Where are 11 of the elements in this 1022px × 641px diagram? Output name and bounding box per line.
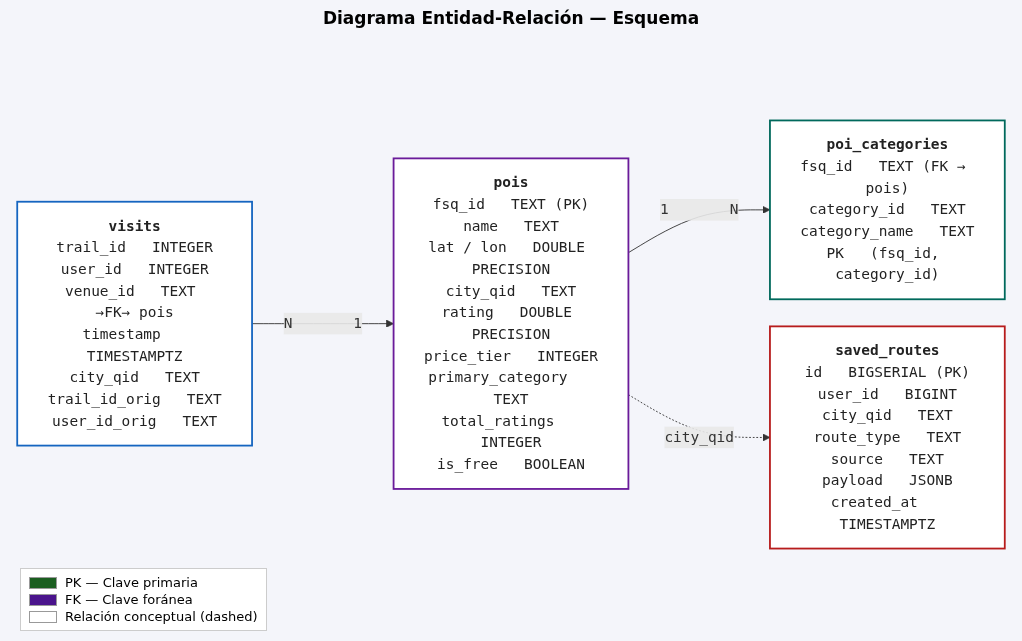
node-box: pois fsq_id TEXT (PK) name TEXT lat / lon DOUBLE PRECISION city_qid TEXT rating DOUBLE PRECISION price_tier INTEGER primary_category TEXT total_ratings INTEGER is_free BOOLEAN xyxy=(392,157,630,490)
node-box: saved_routes id BIGSERIAL (PK) user_id BIGINT city_qid TEXT route_type TEXT source TEXT payload JSONB created_at TIMESTAMPTZ xyxy=(769,325,1006,550)
node-box: poi_categories fsq_id TEXT (FK → pois) category_id TEXT category_name TEXT PK (fsq_id, category_id) xyxy=(769,119,1006,301)
label: N 1 xyxy=(283,314,362,332)
label: 1 N xyxy=(660,200,739,218)
node-box: visits trail_id INTEGER user_id INTEGER venue_id TEXT →FK→ pois timestamp TIMESTAMPTZ city_qid TEXT trail_id_orig TEXT user_id_orig TEXT xyxy=(16,200,253,447)
legend-text: Relación conceptual (dashed) xyxy=(65,609,258,624)
legend-text: FK — Clave foránea xyxy=(65,592,193,607)
legend-text: PK — Clave primaria xyxy=(65,575,198,590)
title: Diagrama Entidad-Relación — Esquema xyxy=(321,8,701,28)
edge-label: city_qid xyxy=(664,428,734,446)
